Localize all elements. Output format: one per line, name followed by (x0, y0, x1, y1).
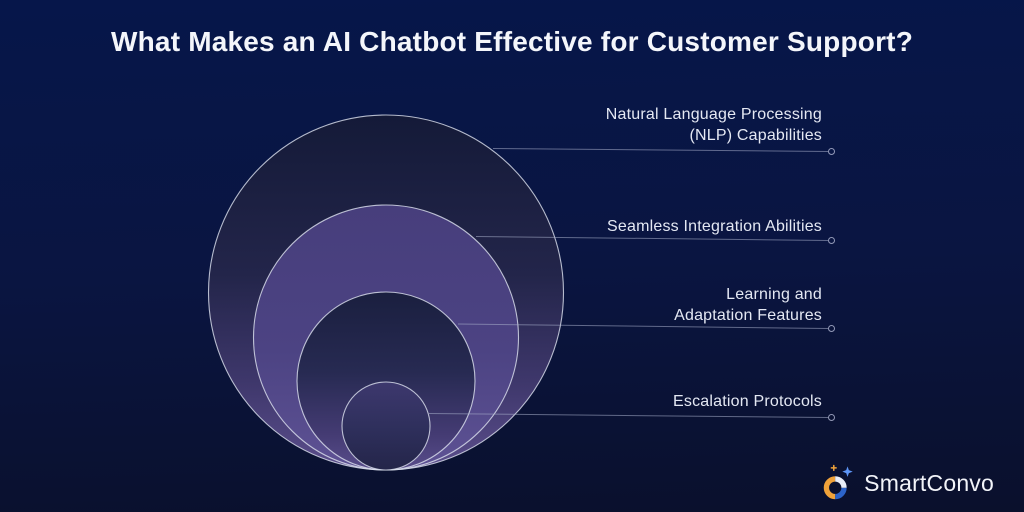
smartconvo-swirl-icon (823, 464, 853, 500)
leader-dot-nlp (828, 148, 835, 155)
leader-dot-learning (828, 325, 835, 332)
label-line: (NLP) Capabilities (689, 127, 822, 144)
page-title: What Makes an AI Chatbot Effective for C… (110, 26, 913, 57)
leader-line-nlp (492, 148, 829, 152)
label-line: Escalation Protocols (673, 393, 822, 410)
smartconvo-logo-text: SmartConvo (864, 469, 994, 496)
label-seamless-integration: Seamless Integration Abilities (607, 216, 822, 237)
swirl-blue-arc (835, 487, 847, 500)
sparkle-plus-icon (830, 464, 838, 471)
label-learning-adaptation: Learning and Adaptation Features (674, 284, 822, 326)
swirl-white-arc (835, 476, 847, 489)
label-line: Natural Language Processing (605, 106, 822, 123)
leader-dot-integration (828, 237, 835, 244)
label-line: Learning and (726, 286, 822, 303)
smartconvo-logo: SmartConvo (821, 463, 994, 503)
leader-line-learning (457, 323, 829, 329)
leader-line-integration (475, 236, 829, 241)
leader-dot-escalation (828, 414, 835, 421)
label-line: Seamless Integration Abilities (607, 218, 822, 235)
sparkle-star-icon (842, 466, 853, 477)
circle-level-4-escalation (341, 381, 431, 471)
label-escalation-protocols: Escalation Protocols (673, 391, 822, 412)
swirl-orange-arc (823, 476, 836, 500)
leader-line-escalation (428, 413, 829, 418)
label-line: Adaptation Features (674, 307, 822, 324)
label-nlp-capabilities: Natural Language Processing (NLP) Capabi… (606, 104, 822, 146)
